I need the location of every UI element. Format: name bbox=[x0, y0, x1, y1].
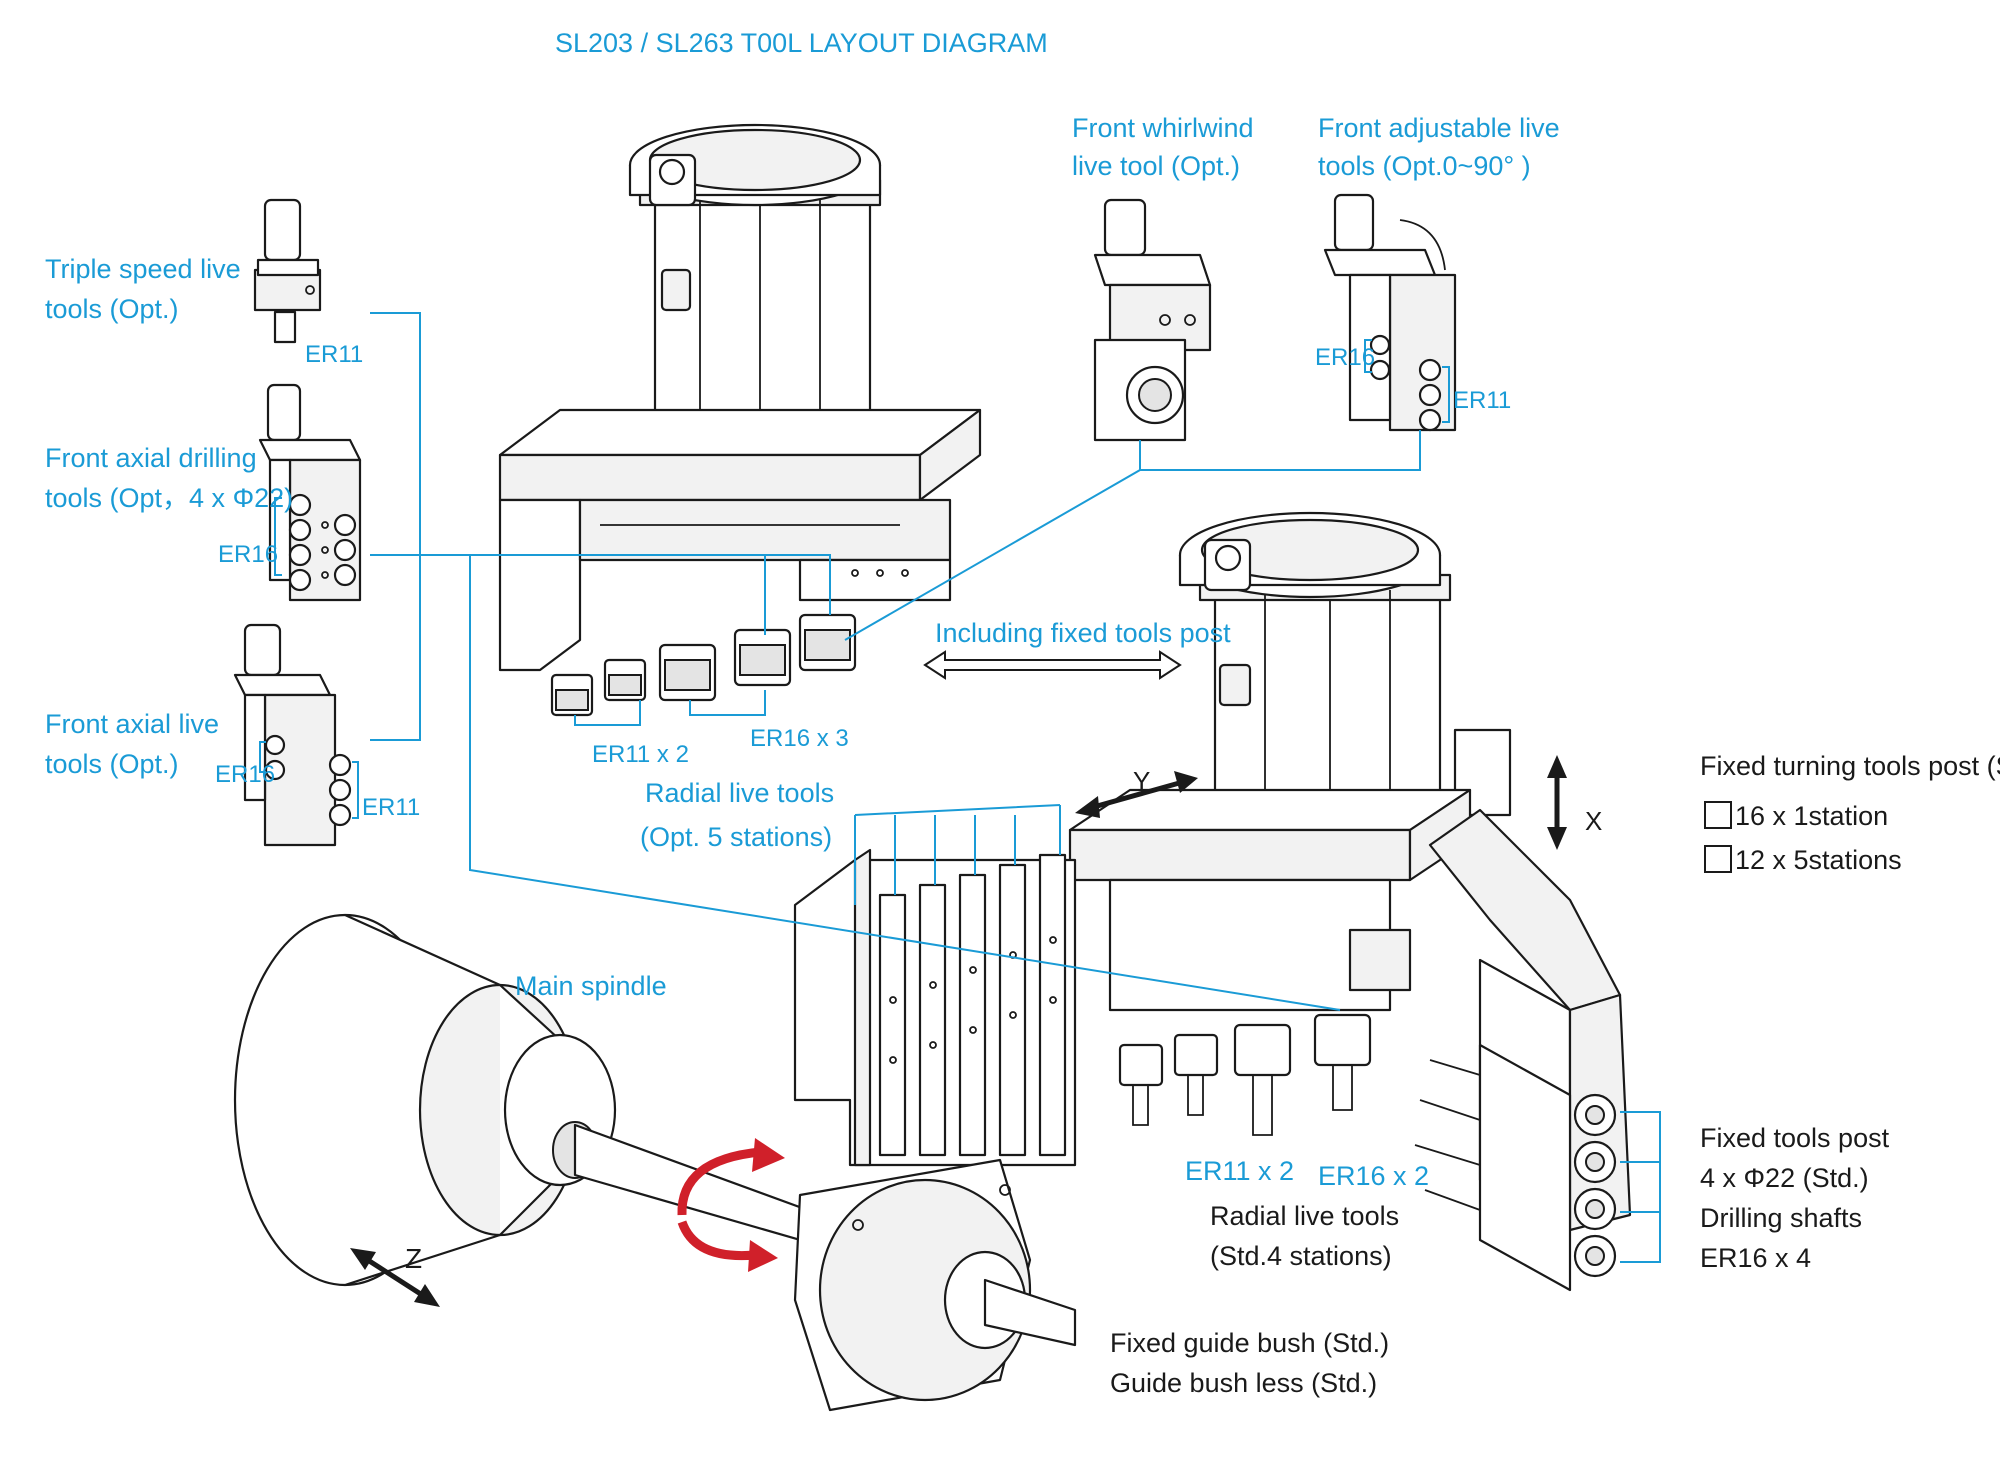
fixed-tools-post bbox=[1414, 1043, 1617, 1292]
front-whirlwind-label: Front whirlwind live tool (Opt.) bbox=[1072, 113, 1261, 181]
station-12-label: 12 x 5stations bbox=[1735, 845, 1902, 875]
guide-bush-label: Fixed guide bush (Std.) Guide bush less … bbox=[1110, 1328, 1397, 1398]
x-axis-arrow-icon bbox=[1547, 755, 1567, 850]
checkbox-icon bbox=[1704, 801, 1732, 829]
turning-tools-post bbox=[793, 848, 1077, 1167]
front-adjustable-label: Front adjustable live tools (Opt.0~90° ) bbox=[1318, 113, 1567, 181]
checkbox-icon bbox=[1704, 845, 1732, 873]
main-spindle bbox=[233, 913, 837, 1287]
front-axial-live-er11-label: ER11 bbox=[362, 794, 420, 821]
lower-er11-label: ER11 x 2 bbox=[1185, 1156, 1294, 1186]
upper-motor-unit bbox=[498, 123, 982, 672]
rotation-arrow-icon bbox=[677, 1138, 785, 1272]
lower-motor-unit bbox=[1178, 511, 1452, 822]
radial-std-label: Radial live tools (Std.4 stations) bbox=[1210, 1201, 1407, 1271]
axis-y-label: Y bbox=[1133, 766, 1150, 796]
axis-z-label: Z bbox=[405, 1243, 422, 1274]
front-axial-drilling-label: Front axial drilling tools (Opt，4 x Φ22) bbox=[45, 443, 293, 513]
leader-lines bbox=[370, 312, 1661, 1263]
fixed-tools-post-label: Fixed tools post 4 x Φ22 (Std.) Drilling… bbox=[1700, 1123, 1897, 1273]
main-spindle-label: Main spindle bbox=[515, 971, 667, 1001]
front-axial-live-er16-label: ER16 bbox=[215, 761, 275, 788]
front-axial-drilling-er-label: ER16 bbox=[218, 541, 278, 568]
upper-er16-label: ER16 x 3 bbox=[750, 725, 849, 752]
guide-bush-unit bbox=[793, 1158, 1077, 1412]
triple-speed-tool bbox=[253, 198, 322, 344]
front-adjustable-er16-label: ER16 bbox=[1315, 344, 1375, 371]
front-axial-live-tool bbox=[233, 623, 352, 847]
front-adjustable-tool bbox=[1323, 193, 1457, 432]
triple-speed-er-label: ER11 bbox=[305, 341, 363, 368]
diagram-title: SL203 / SL263 T00L LAYOUT DIAGRAM bbox=[555, 28, 1048, 58]
lower-collets bbox=[1118, 1013, 1372, 1136]
including-fixed-label: Including fixed tools post bbox=[935, 618, 1231, 648]
triple-speed-label: Triple speed live tools (Opt.) bbox=[45, 254, 248, 324]
front-axial-live-label: Front axial live tools (Opt.) bbox=[45, 709, 227, 779]
lower-er16-label: ER16 x 2 bbox=[1318, 1161, 1429, 1191]
upper-collets bbox=[550, 613, 857, 717]
radial-opt-label: Radial live tools (Opt. 5 stations) bbox=[640, 778, 842, 852]
front-whirlwind-tool bbox=[1093, 198, 1212, 442]
z-axis-arrow-icon bbox=[350, 1248, 440, 1307]
station-16-label: 16 x 1station bbox=[1735, 801, 1888, 831]
main-tool-block bbox=[1068, 728, 1632, 1232]
upper-er11-label: ER11 x 2 bbox=[592, 741, 689, 768]
brackets bbox=[259, 339, 1450, 819]
double-arrow-icon bbox=[923, 650, 1182, 680]
axis-x-label: X bbox=[1585, 806, 1602, 836]
y-axis-arrow-icon bbox=[1075, 771, 1198, 818]
front-adjustable-er11-label: ER11 bbox=[1453, 387, 1511, 414]
fixed-turning-label: Fixed turning tools post (Std.) bbox=[1700, 751, 2000, 781]
